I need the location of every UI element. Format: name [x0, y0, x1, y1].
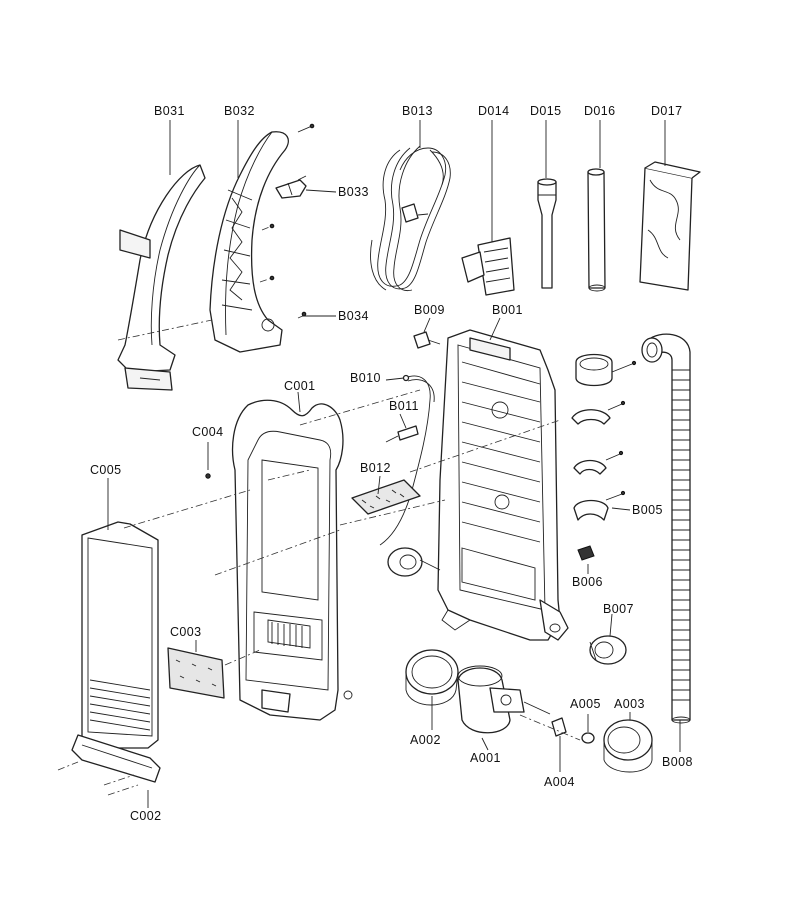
label-b010: B010	[350, 371, 381, 385]
part-d017-dust-bag	[639, 161, 701, 291]
part-a002-motor-ring	[405, 649, 459, 706]
label-b009: B009	[414, 303, 445, 317]
part-a004-brush	[551, 717, 567, 737]
part-b001-main-housing	[437, 329, 569, 641]
part-c004-screw	[205, 473, 211, 479]
label-b034: B034	[338, 309, 369, 323]
label-b033: B033	[338, 185, 369, 199]
part-c003-motor-filter	[167, 647, 225, 699]
label-d015: D015	[530, 104, 561, 118]
label-a002: A002	[410, 733, 441, 747]
part-a005-cap	[581, 732, 595, 744]
label-c004: C004	[192, 425, 223, 439]
label-c003: C003	[170, 625, 201, 639]
label-a003: A003	[614, 697, 645, 711]
label-b011: B011	[389, 399, 419, 413]
part-c005-filter-door	[81, 521, 159, 749]
screws-b032	[259, 123, 315, 319]
label-d014: D014	[478, 104, 509, 118]
part-c001-front-cover	[231, 399, 353, 721]
label-b032: B032	[224, 104, 255, 118]
label-d016: D016	[584, 104, 615, 118]
part-b032-handle-frame	[209, 131, 289, 353]
label-c005: C005	[90, 463, 121, 477]
label-b001: B001	[492, 303, 523, 317]
label-b012: B012	[360, 461, 391, 475]
part-labels: B031 B032 B033 B034 B013 D014 D015 D016 …	[90, 104, 693, 823]
label-a004: A004	[544, 775, 575, 789]
part-b005-hose-clips	[571, 353, 637, 521]
part-a001-motor	[457, 665, 551, 734]
leader-lines	[107, 120, 681, 808]
label-b005: B005	[632, 503, 663, 517]
part-c002-bottom-cover	[71, 734, 161, 783]
label-a005: A005	[570, 697, 601, 711]
label-a001: A001	[470, 751, 501, 765]
part-d014-dusting-brush	[461, 237, 515, 296]
assembly-dash-lines	[57, 319, 581, 796]
part-b033-clip	[275, 179, 307, 199]
part-a003-ring	[603, 719, 653, 773]
label-b013: B013	[402, 104, 433, 118]
label-b031: B031	[154, 104, 185, 118]
label-c002: C002	[130, 809, 161, 823]
part-b006-knob	[577, 545, 595, 561]
part-b007-ring	[589, 635, 627, 665]
part-b011-connector	[385, 425, 419, 443]
part-b009-switch	[413, 331, 441, 349]
label-b008: B008	[662, 755, 693, 769]
part-d015-extension-wand	[537, 178, 557, 289]
part-b012-filter-pad	[351, 479, 421, 515]
part-wheel	[387, 547, 441, 577]
part-d016-wand-tube	[587, 168, 606, 292]
label-b006: B006	[572, 575, 603, 589]
part-b013-power-cord	[370, 145, 451, 292]
label-c001: C001	[284, 379, 315, 393]
label-d017: D017	[651, 104, 682, 118]
part-b031-handle-grip	[117, 164, 206, 391]
label-b007: B007	[603, 602, 634, 616]
part-b008-hose	[641, 333, 691, 724]
